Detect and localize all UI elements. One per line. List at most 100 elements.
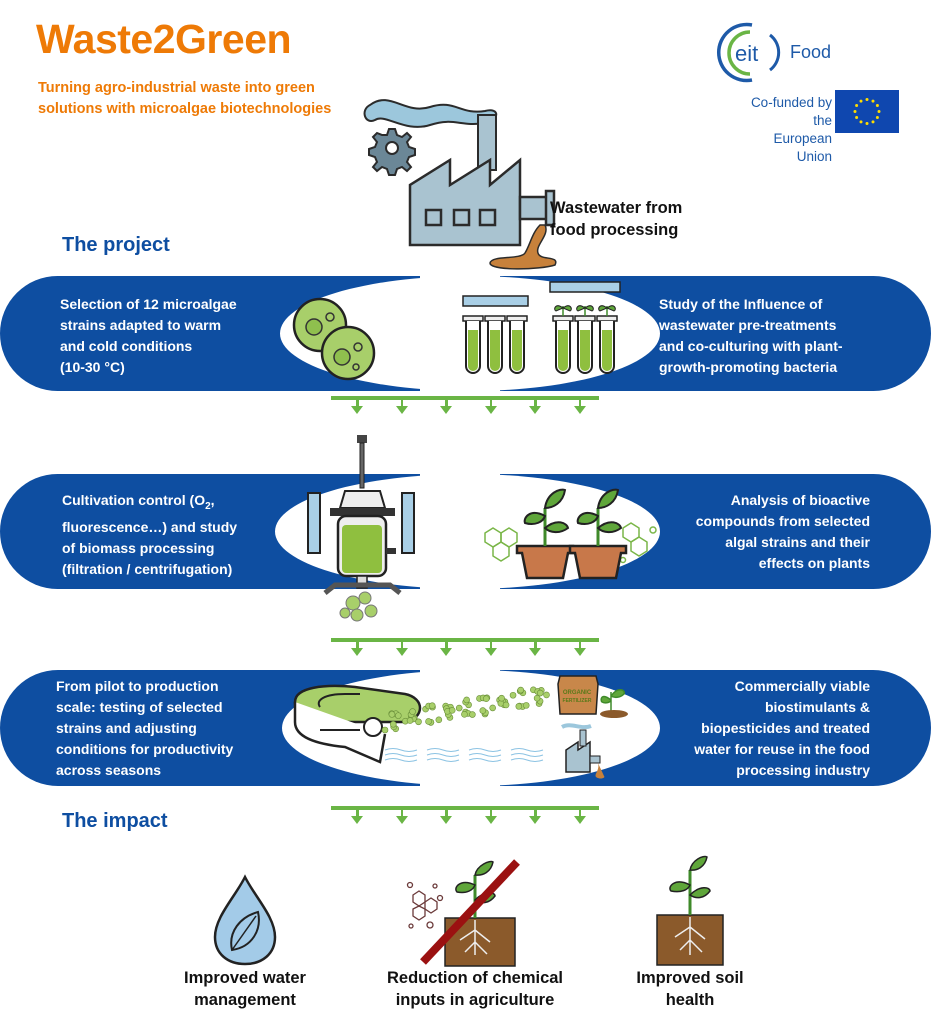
cofunded-line-1: Co-funded by the [750,95,832,128]
step-2-text: Study of the Influence of wastewater pre… [659,294,843,378]
tube-rim [574,315,596,322]
impact-line: health [665,991,715,1009]
impact-label-water: Improved water management [160,967,330,1011]
water-wave [510,758,544,762]
eu-star-icon [875,116,879,119]
tube-rim [552,315,574,322]
eu-star-icon [855,116,859,119]
eu-star-icon [877,110,881,113]
eit-logo-text: eit [735,41,758,66]
algae-cell [502,701,510,709]
algae-cell [489,704,496,712]
factory-window [452,208,471,227]
step-2-line: wastewater pre-treatments [659,317,837,333]
down-arrow-icon [529,399,541,415]
water-wave [468,753,502,757]
step-5-text: From pilot to production scale: testing … [56,676,233,781]
tube-culture [490,330,500,371]
tube-culture [468,330,478,371]
step-1-line: and cold conditions [60,338,193,354]
step-3-line: Cultivation control (O2, [62,492,215,512]
step-4-line: algal strains and their [725,534,870,550]
impact-line: management [194,991,296,1009]
algae-cell [515,703,523,710]
algae-cell [536,689,544,697]
svg-text:ORGANIC: ORGANIC [563,690,592,696]
algae-cell [479,707,487,714]
water-wave [384,748,418,752]
step-5-line: scale: testing of selected [56,699,223,715]
water-wave [510,753,544,757]
wastewater-label: Wastewater from food processing [550,197,682,241]
down-arrow-icon [440,399,452,415]
impact-line: Reduction of chemical [386,969,564,987]
step-3-line: (filtration / centrifugation) [62,560,233,577]
arrow-connector-3 [331,806,599,836]
step-1-line: (10-30 °C) [60,359,125,375]
step-1-text: Selection of 12 microalgae strains adapt… [60,294,237,378]
tube-rim [462,315,484,322]
tube-rim [506,315,528,322]
step-3-line: fluorescence…) and study [62,518,238,535]
step-3-text: Cultivation control (O2, fluorescence…) … [62,490,237,580]
step-6-line: Commercially viable [734,678,870,694]
impact-line: inputs in agriculture [395,991,555,1009]
down-arrow-icon [351,399,363,415]
step-6-line: water for reuse in the food [694,741,870,757]
outflow-pipe [518,195,550,221]
healthy-soil-plant-icon [656,855,724,966]
factory-building [408,157,522,247]
svg-text:FERTILIZER: FERTILIZER [563,698,592,704]
raceway-pond-icon [293,684,550,764]
down-arrow-icon [484,641,497,657]
algae-cell [428,702,436,709]
algae-cell [482,695,490,702]
eu-star-icon [859,99,863,103]
bioreactor-icon [307,435,415,622]
algae-cell [435,716,443,724]
down-arrow-icon [395,809,408,825]
down-arrow-icon [573,641,586,657]
step-5-line: conditions for productivity [56,741,234,757]
page-title: Waste2Green [36,16,292,62]
algae-cell [509,691,517,699]
water-drop-leaf-icon [213,874,277,966]
algae-cell [409,708,416,715]
down-arrow-icon [573,399,586,415]
down-arrow-icon [395,641,408,657]
water-wave [384,753,418,757]
algae-cell [533,694,541,702]
potted-plants-icon [484,488,657,580]
uv-lamp [549,281,621,293]
step-4-line: compounds from selected [695,513,870,529]
eu-star-icon [871,120,875,124]
connector-line [331,638,599,642]
page-subtitle: Turning agro-industrial waste into green… [38,80,332,117]
step-1-line: Selection of 12 microalgae [60,296,237,312]
step-2-line: Study of the Influence of [659,296,823,312]
impact-line: Improved soil [636,969,744,987]
step-5-line: across seasons [56,762,162,778]
tube-rim [596,315,618,322]
eu-star-icon [871,99,875,103]
fertilizer-bag [557,675,599,715]
step-6-line: biostimulants & [764,699,870,715]
tube-culture [580,330,590,371]
step-1-line: strains adapted to warm [60,317,222,333]
arrow-connector-1 [331,396,599,426]
algae-cell [394,712,402,719]
step-4-line: Analysis of bioactive [730,492,870,508]
eit-food-label: Food [790,42,832,62]
algae-cell [389,720,397,728]
water-wave [510,748,544,752]
eu-star-icon [865,122,869,125]
impact-heading: The impact [62,810,168,832]
smoke-cloud [363,99,498,128]
algae-cell [517,686,525,694]
step-6-line: biopesticides and treated [701,720,870,736]
algae-cell [498,694,505,702]
cofunded-line-2: European Union [773,131,832,164]
connector-line [331,806,599,810]
algae-cell [463,696,470,704]
petri-dishes-icon [292,297,376,381]
